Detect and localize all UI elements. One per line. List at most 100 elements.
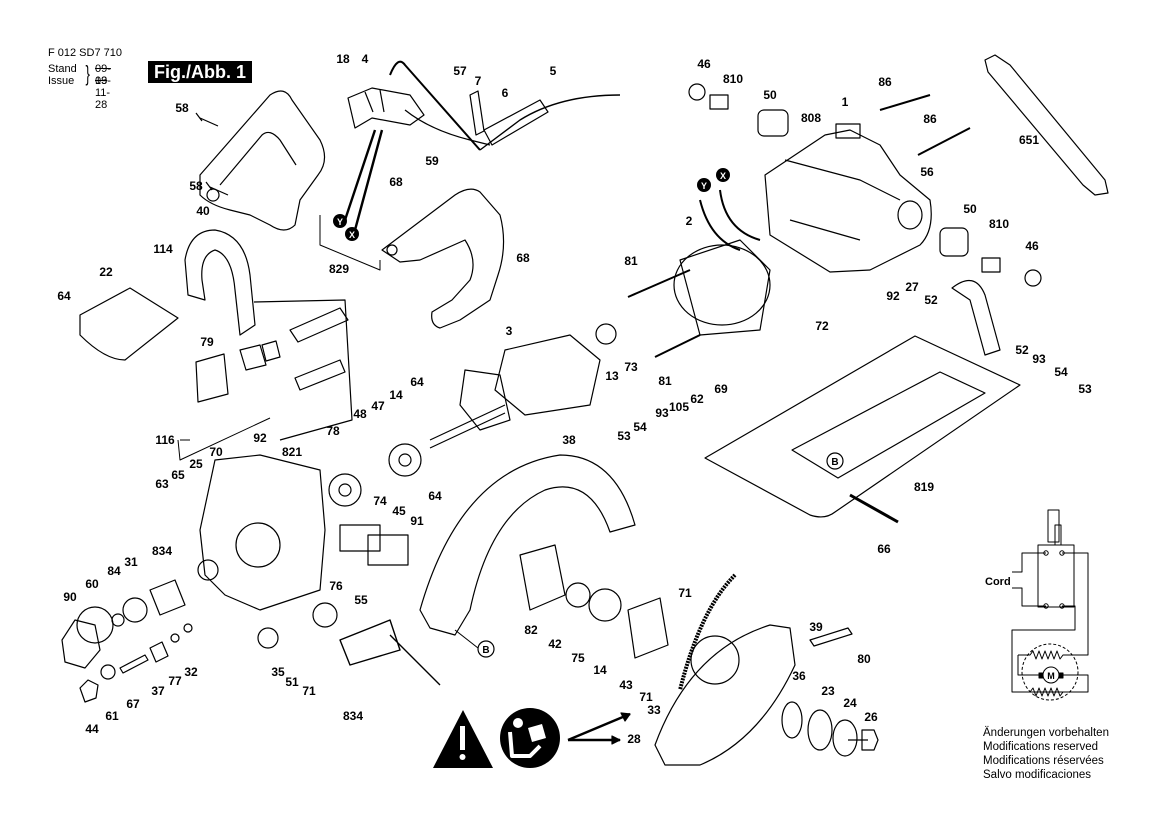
part-label: 76 [329, 579, 343, 593]
washer-35-part [257, 627, 279, 649]
bearing-78-bore [338, 483, 352, 497]
washer-75-part [565, 582, 591, 608]
part-label: 66 [877, 542, 891, 556]
arrowheads [611, 712, 631, 745]
bearing-14b-part [588, 588, 622, 622]
bearing-78-part [328, 473, 362, 507]
part-label: 65 [171, 468, 185, 482]
plug-90-part [61, 619, 101, 669]
part-label: 68 [389, 175, 403, 189]
cord-part [479, 94, 621, 151]
part-label: 2 [685, 214, 693, 228]
part-label: 35 [271, 665, 285, 679]
rod-part [289, 307, 349, 343]
stand-value: 09-03 [95, 63, 111, 87]
leader-829 [319, 215, 381, 271]
part-label: 39 [809, 620, 823, 634]
switch-part [347, 87, 425, 129]
part-label: 105 [668, 400, 690, 414]
brace-icon: } [85, 61, 90, 86]
part-label: 64 [57, 289, 71, 303]
worm-834-part [149, 579, 186, 616]
stand-label: Stand [48, 63, 77, 75]
part-label: 58 [189, 179, 203, 193]
lower-blade-guard-part [654, 624, 796, 766]
screw-81-part [627, 269, 691, 298]
leader-116 [177, 417, 271, 461]
part-label: 37 [151, 684, 165, 698]
svg-text:X: X [720, 171, 726, 181]
bearing-13-part [595, 323, 617, 345]
notice-line-es: Salvo modificaciones [983, 769, 1092, 781]
ring-77-part [170, 633, 180, 643]
part-label: 62 [690, 392, 704, 406]
notice-line-de: Änderungen vorbehalten [983, 727, 1109, 739]
brush-810-part [709, 94, 729, 110]
cord-clamp-part [469, 90, 485, 136]
part-label: 42 [548, 637, 562, 651]
part-label: 45 [392, 504, 406, 518]
part-label: 32 [184, 665, 198, 679]
part-label: 82 [524, 623, 538, 637]
wire-xy-part [343, 129, 384, 231]
modifications-notice: Änderungen vorbehalten Modifications res… [983, 726, 1109, 782]
part-label: 114 [153, 242, 173, 256]
spring-37-part [149, 641, 169, 663]
notice-line-fr: Modifications réservées [983, 755, 1104, 767]
ring-61-part [100, 664, 116, 680]
part-label: 55 [354, 593, 368, 607]
bolt-86b-part [917, 127, 971, 156]
front-handle-part [381, 188, 505, 329]
part-label: 808 [800, 111, 822, 125]
part-label: 70 [209, 445, 223, 459]
cover-74-part [339, 524, 381, 552]
armature-part [429, 334, 601, 449]
part-label: 81 [658, 374, 672, 388]
part-label: 810 [988, 217, 1010, 231]
part-label: 63 [155, 477, 169, 491]
stand-issue-block: Stand Issue } 09-03 19-11-28 [48, 63, 111, 112]
part-label: 75 [571, 651, 585, 665]
part-label: 60 [85, 577, 99, 591]
part-label: 22 [99, 265, 113, 279]
part-label: 61 [105, 709, 119, 723]
part-label: 59 [425, 154, 439, 168]
part-label: 48 [353, 407, 367, 421]
connector-y-bubble-2: Y [697, 178, 711, 192]
strap-651-part [984, 54, 1109, 196]
washer-24-part [832, 719, 858, 757]
part-label: 821 [281, 445, 303, 459]
part-label: 47 [371, 399, 385, 413]
document-number: F 012 SD7 710 [48, 47, 122, 59]
part-label: 33 [647, 703, 661, 717]
part-label: 50 [763, 88, 777, 102]
part-label: 31 [124, 555, 138, 569]
leader-b [454, 629, 479, 649]
part-label: 68 [516, 251, 530, 265]
part-label: 4 [361, 52, 369, 66]
part-label: 91 [410, 514, 424, 528]
part-label: 72 [815, 319, 829, 333]
spindle-gear-part [339, 619, 441, 686]
part-label: 56 [920, 165, 934, 179]
warning-triangle-icon [433, 710, 493, 768]
part-label: 86 [923, 112, 937, 126]
part-label: 51 [285, 675, 299, 689]
lever-39-part [809, 627, 853, 647]
part-label: 86 [878, 75, 892, 89]
bolt-26-part [848, 729, 879, 751]
part-label: 651 [1018, 133, 1040, 147]
part-label: 54 [1054, 365, 1068, 379]
handle-housing-part [199, 90, 326, 231]
cap-46-part [688, 83, 706, 101]
part-label: 64 [428, 489, 442, 503]
gasket-45-part [367, 534, 409, 566]
part-label: 44 [85, 722, 99, 736]
part-label: 71 [302, 684, 316, 698]
part-label: 5 [549, 64, 557, 78]
part-label: 67 [126, 697, 140, 711]
part-label: 93 [655, 406, 669, 420]
svg-text:X: X [349, 230, 355, 240]
